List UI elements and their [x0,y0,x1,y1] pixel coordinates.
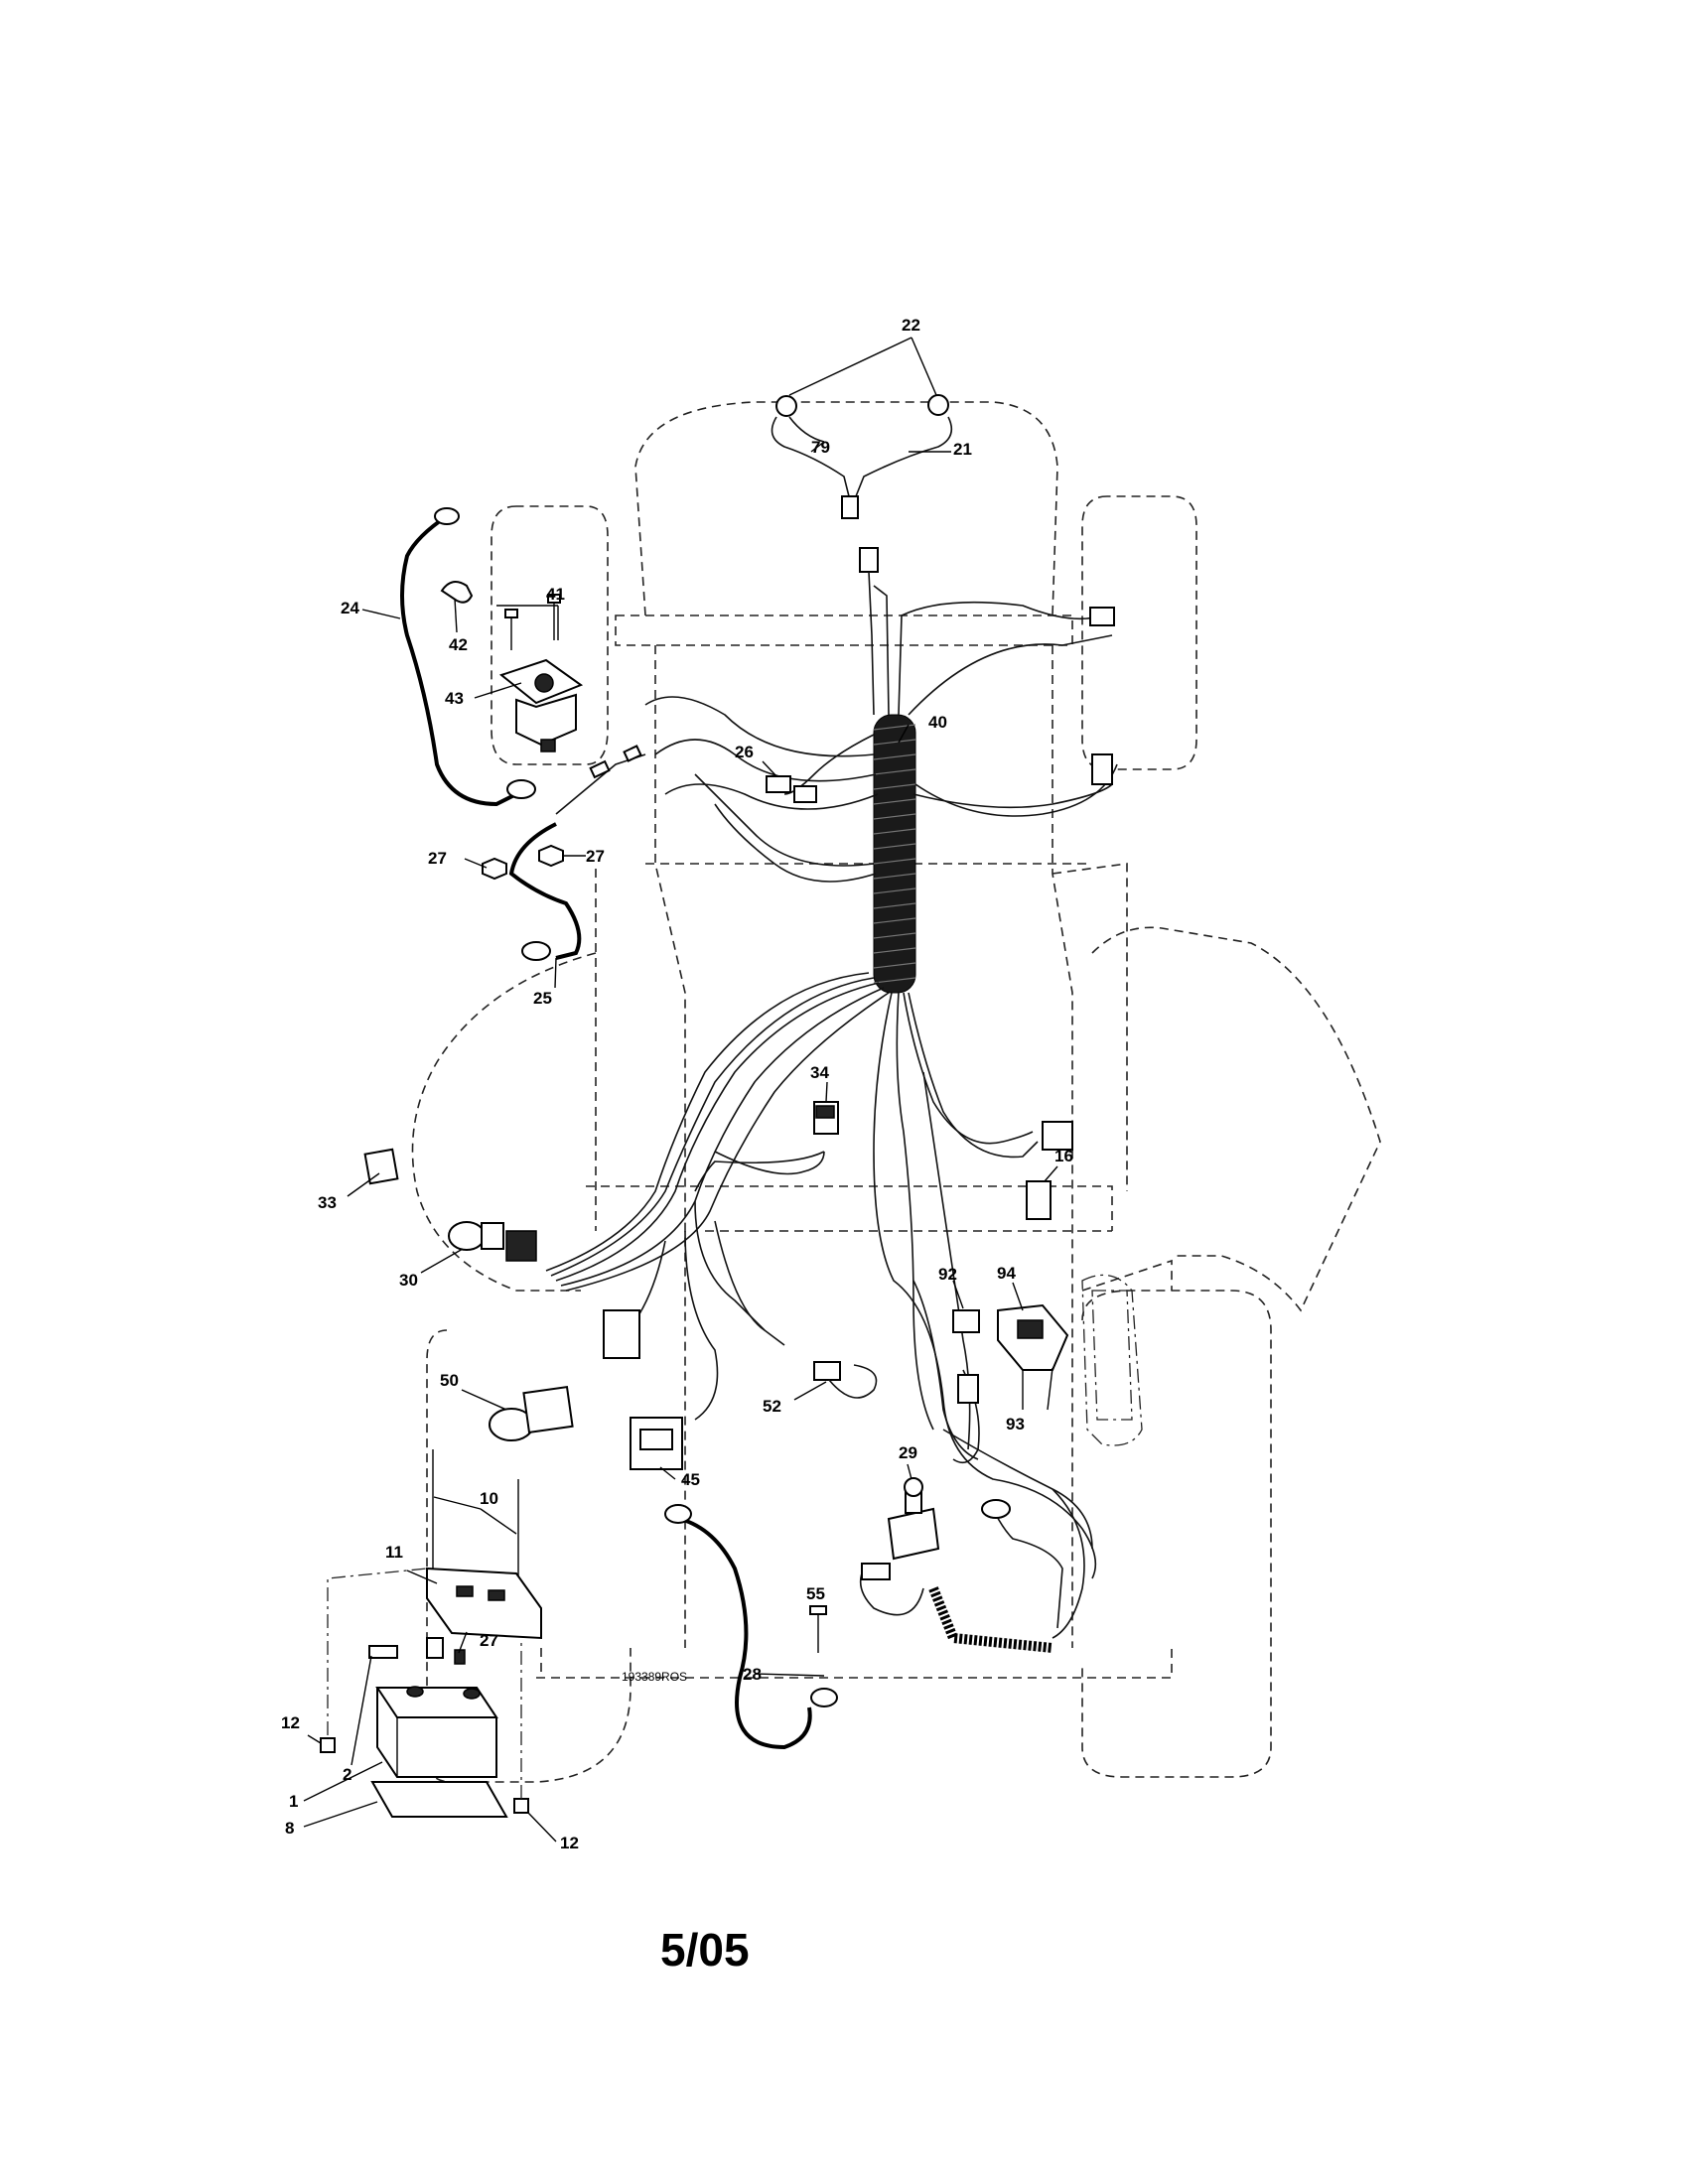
callout-43: 43 [445,689,464,708]
switch-26b [793,785,817,803]
clip-12-left [320,1737,336,1753]
clip-12-right [513,1798,529,1814]
cable-25 [508,822,582,960]
nut-27-right [538,844,564,868]
callout-12-left: 12 [281,1713,300,1732]
callout-26: 26 [735,743,754,761]
callout-29: 29 [899,1443,917,1462]
connectors [363,607,1143,1653]
callout-1: 1 [289,1792,298,1811]
callout-45: 45 [681,1470,700,1489]
callout-12-right: 12 [560,1834,579,1852]
wiring-harness [545,585,1118,1579]
callout-94: 94 [997,1264,1016,1283]
callout-55: 55 [806,1584,825,1603]
switch-29 [887,1477,940,1561]
nut-27-left [482,857,507,881]
callout-24: 24 [341,599,359,617]
headlight-bulb-left [775,395,797,417]
module-45 [630,1417,683,1470]
hold-down-11 [426,1567,542,1640]
callout-2: 2 [343,1765,351,1784]
battery-tray-8 [370,1781,508,1818]
callout-22: 22 [902,316,920,335]
callout-93: 93 [1006,1415,1025,1433]
connector-92b [957,1374,979,1404]
callout-10: 10 [480,1489,498,1508]
callout-79: 79 [811,438,830,457]
callout-25: 25 [533,989,552,1008]
connector-92 [952,1309,980,1333]
battery-cables [400,507,838,1750]
headlight-harness [771,394,953,716]
callout-50: 50 [440,1371,459,1390]
callout-33: 33 [318,1193,337,1212]
battery-assembly [320,1449,542,1818]
terminal-2 [368,1645,398,1659]
callout-16: 16 [1054,1147,1073,1165]
headlight-bulb-right [927,394,949,416]
callout-52: 52 [763,1397,781,1416]
callout-34: 34 [810,1063,829,1082]
callout-11: 11 [385,1543,403,1562]
cable-28 [679,1517,812,1750]
terminal-cap [426,1637,444,1659]
callout-28: 28 [743,1665,762,1684]
switch-94 [997,1303,1069,1371]
connector-block [603,1309,640,1359]
callout-21: 21 [953,440,972,459]
wire-loom [873,714,916,994]
cable-24 [400,514,517,807]
leader-lines [303,337,1058,1843]
switch-16 [1026,1180,1052,1220]
callout-27-battery: 27 [480,1631,498,1650]
bolt-55 [809,1605,827,1653]
callout-27-right: 27 [586,847,605,866]
coil-cable [859,1488,1085,1653]
callout-27-left: 27 [428,849,447,868]
callout-labels: 22 79 21 41 24 42 43 40 26 27 27 25 34 1… [281,316,1073,1852]
callout-41: 41 [546,585,565,604]
callout-92: 92 [938,1265,957,1284]
switch-26a [766,775,791,793]
callout-8: 8 [285,1819,294,1838]
hex-nuts [482,844,564,881]
harness-connector-front [859,547,879,573]
callout-40: 40 [928,713,947,732]
clip-42 [440,581,474,604]
connector-16 [1042,1121,1073,1151]
connector-right-top [1089,607,1115,626]
connector-52 [813,1361,841,1381]
switch-50 [489,1386,574,1441]
ignition-switch-30 [448,1221,537,1262]
solenoid-assembly [440,581,584,752]
footer-date: 5/05 [660,1924,750,1976]
headlight-connector [841,495,859,519]
callout-30: 30 [399,1271,418,1290]
drawing-code: 193389ROS [622,1670,687,1684]
connector-right-mid [1091,753,1113,785]
fuse-33 [363,1148,399,1185]
callout-42: 42 [449,635,468,654]
